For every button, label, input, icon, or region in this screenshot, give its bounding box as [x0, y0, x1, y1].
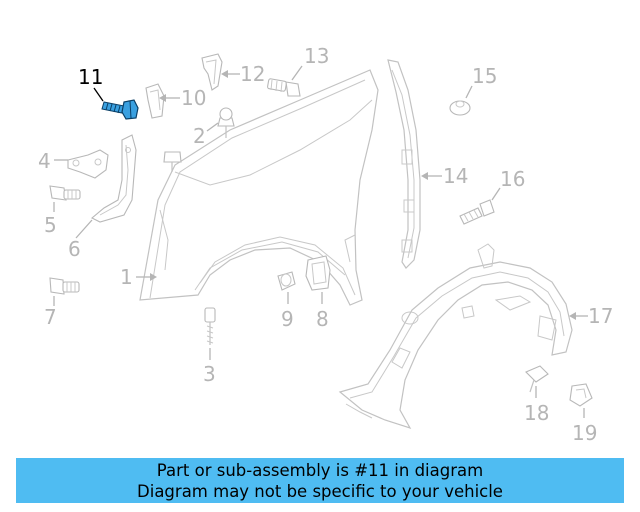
- callout-1: 1: [120, 265, 133, 289]
- callout-2: 2: [193, 124, 206, 148]
- leader-16: [491, 187, 501, 201]
- callout-9: 9: [281, 307, 294, 331]
- callout-16: 16: [500, 167, 525, 191]
- leader-14: [421, 172, 442, 180]
- callout-13: 13: [304, 44, 329, 68]
- part-5-bolt: [49, 185, 81, 201]
- part-4-bracket: [67, 149, 109, 179]
- leader-17: [569, 312, 588, 320]
- leader-1: [136, 273, 157, 281]
- callout-19: 19: [572, 421, 597, 445]
- part-14-molding: [387, 59, 421, 269]
- callout-17: 17: [588, 304, 613, 328]
- part-2-clip: [217, 107, 235, 138]
- callout-10: 10: [181, 86, 206, 110]
- callout-5: 5: [44, 213, 57, 237]
- leader-15: [465, 85, 473, 99]
- part-12-bracket: [201, 53, 223, 91]
- part-6-support: [91, 134, 137, 223]
- callout-7: 7: [44, 305, 57, 329]
- info-banner: Part or sub-assembly is #11 in diagram D…: [16, 458, 624, 503]
- leader-10: [159, 94, 180, 102]
- part-9-grommet: [277, 271, 296, 291]
- callout-15: 15: [472, 64, 497, 88]
- part-13-bolt: [267, 78, 301, 97]
- part-17-liner: [338, 243, 573, 430]
- banner-line-1: Part or sub-assembly is #11 in diagram: [156, 460, 484, 480]
- leader-12: [221, 70, 240, 78]
- part-11-bolt-highlighted: [101, 99, 139, 120]
- leader-13: [291, 65, 303, 81]
- part-3-stud: [204, 307, 216, 345]
- callout-6: 6: [68, 237, 81, 261]
- callout-12: 12: [240, 62, 265, 86]
- callout-4: 4: [38, 149, 51, 173]
- part-1-fender: [139, 69, 379, 306]
- part-15-plug: [449, 100, 471, 116]
- banner-line-2: Diagram may not be specific to your vehi…: [137, 481, 503, 501]
- part-10-bracket: [145, 83, 165, 119]
- callout-8: 8: [316, 307, 329, 331]
- leader-2: [206, 122, 219, 132]
- callout-14: 14: [443, 164, 468, 188]
- part-19-clip: [569, 383, 593, 407]
- part-16-bolt: [459, 199, 495, 225]
- callout-3: 3: [203, 362, 216, 386]
- callout-18: 18: [524, 401, 549, 425]
- part-8-bracket: [305, 255, 331, 291]
- callout-11: 11: [78, 65, 103, 89]
- leader-11: [93, 87, 104, 102]
- part-18-clip: [525, 365, 549, 393]
- leader-6: [75, 219, 93, 239]
- part-7-bolt: [49, 277, 80, 295]
- part-2b-clip: [163, 151, 182, 172]
- parts-diagram: 1 2 3 4 5: [38, 44, 613, 445]
